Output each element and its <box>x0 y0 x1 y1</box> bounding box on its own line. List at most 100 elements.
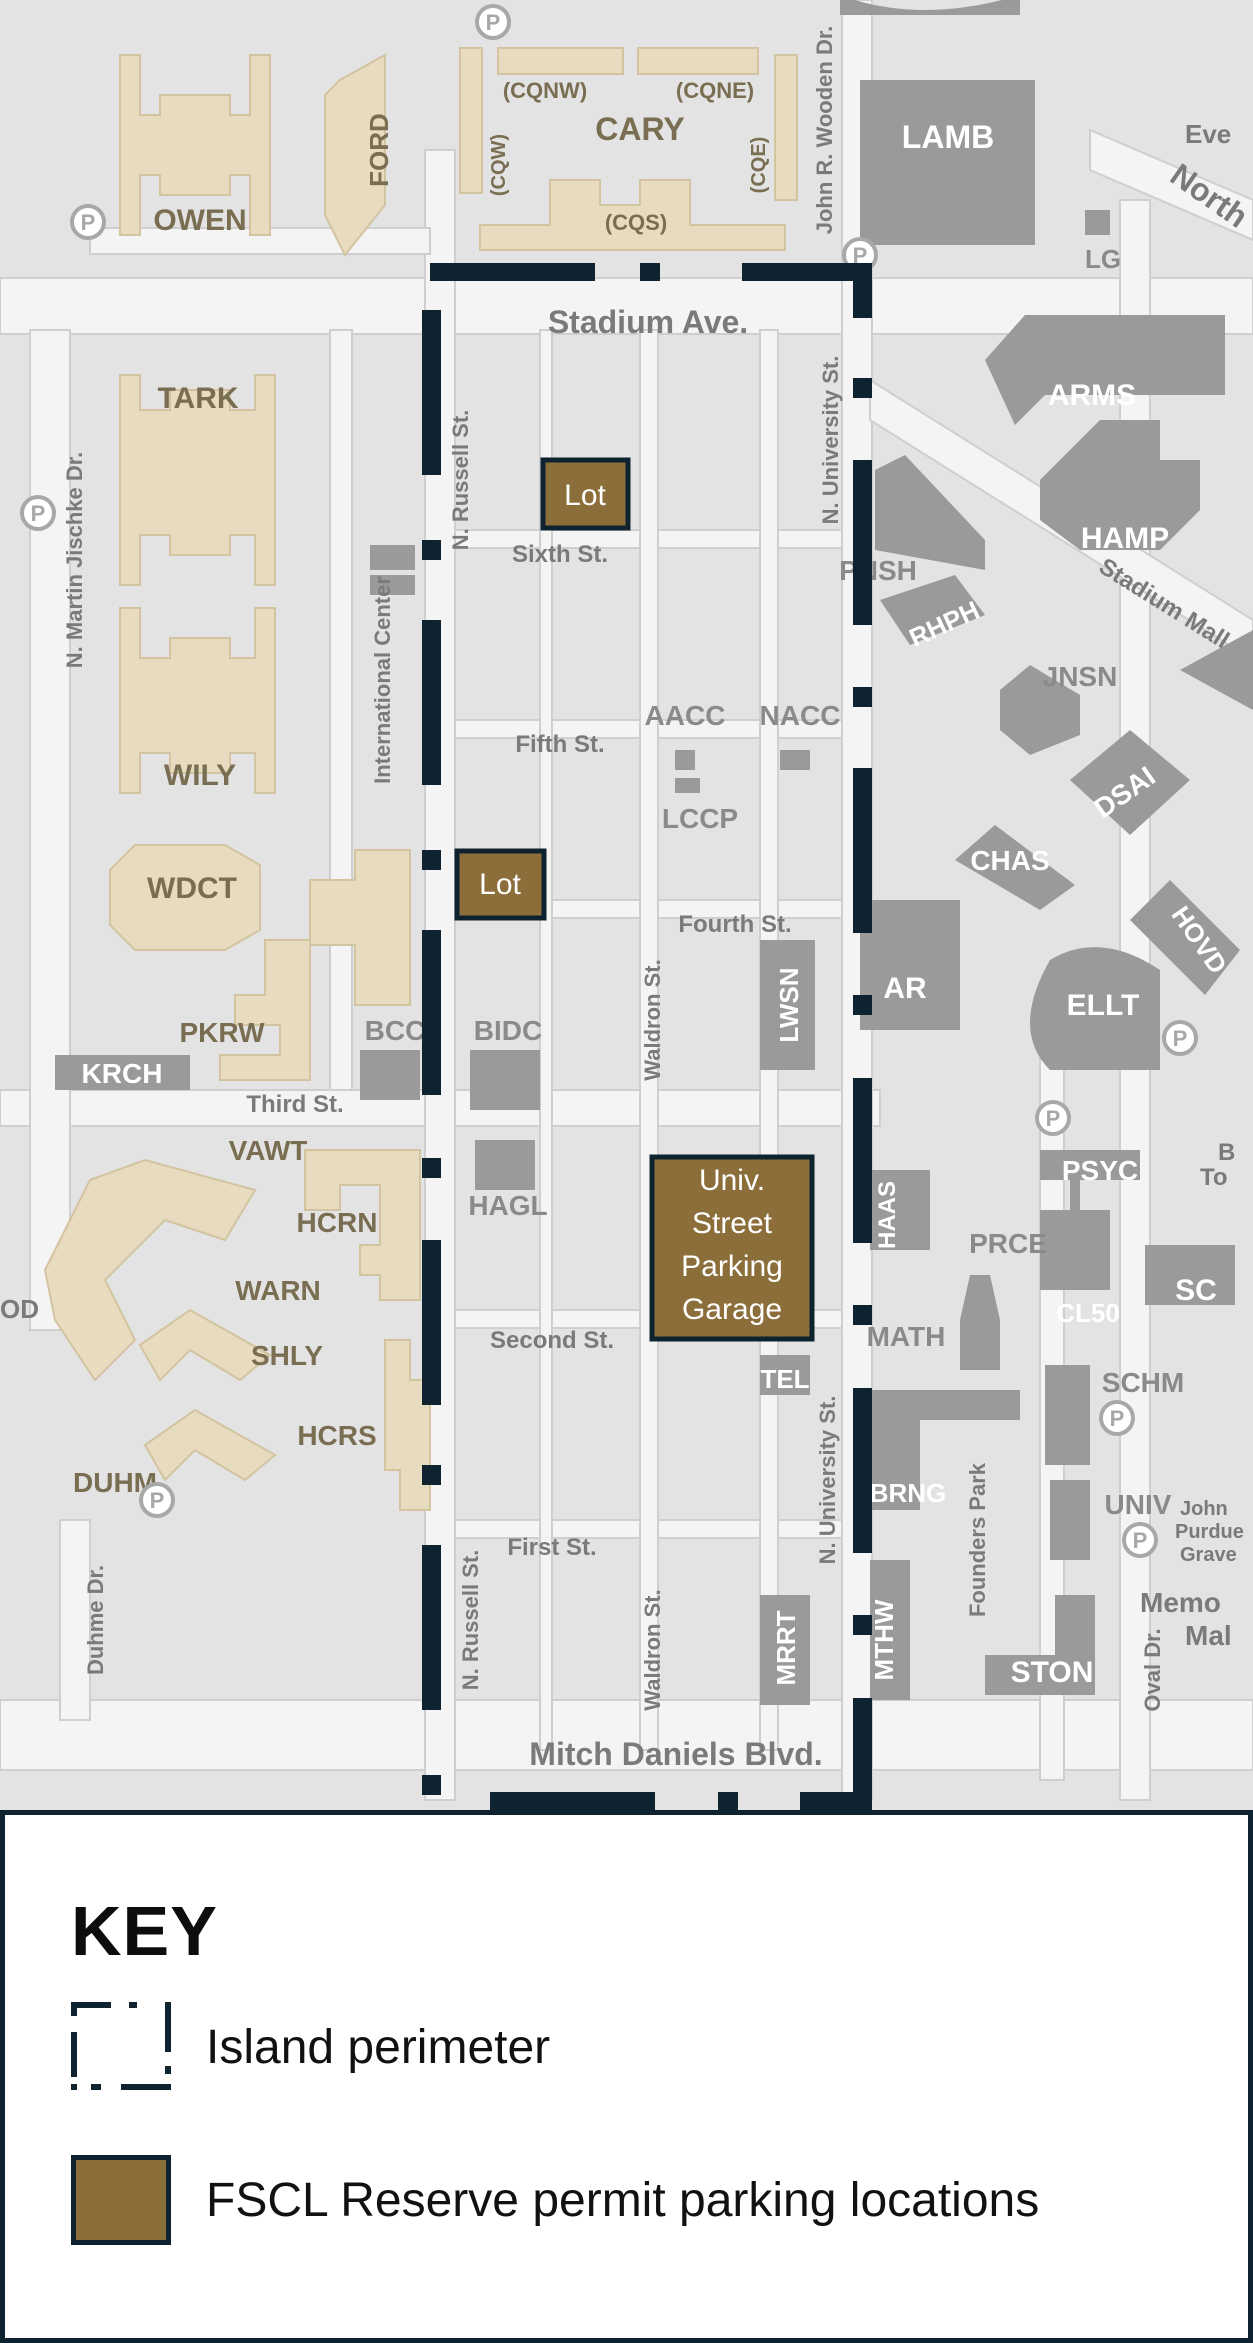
label-chas: CHAS <box>970 845 1049 876</box>
label-sc: SC <box>1175 1274 1217 1307</box>
street-martin-jischke: N. Martin Jischke Dr. <box>62 452 87 668</box>
bcc-building <box>360 1050 420 1100</box>
label-owen: OWEN <box>153 204 246 237</box>
label-math: MATH <box>867 1321 946 1352</box>
label-cl50: CL50 <box>1056 1298 1120 1328</box>
garage-line-4: Garage <box>682 1293 782 1326</box>
parking-lot-north[interactable]: Lot <box>540 457 631 531</box>
label-jnsn: JNSN <box>1043 661 1118 692</box>
hcrs-building <box>143 1408 277 1482</box>
label-brng: BRNG <box>870 1478 947 1508</box>
garage-line-2: Street <box>692 1207 773 1240</box>
label-mthw: MTHW <box>869 1599 899 1680</box>
svg-text:P: P <box>1173 1026 1188 1051</box>
street-first: First St. <box>507 1534 596 1561</box>
parking-swatch-icon <box>71 2155 171 2245</box>
label-pnsh: PNSH <box>839 555 917 586</box>
edge-memo: Memo <box>1140 1587 1221 1618</box>
street-waldron-south: Waldron St. <box>640 1589 665 1710</box>
street-russell-north: N. Russell St. <box>448 410 473 551</box>
ar-building <box>860 900 960 1030</box>
label-univ: UNIV <box>1105 1489 1172 1520</box>
parking-icon: P <box>70 204 106 240</box>
vawt-building <box>43 1158 257 1382</box>
label-cqe: (CQE) <box>748 137 770 194</box>
mthw-building <box>870 1560 910 1700</box>
street-mitch-daniels: Mitch Daniels Blvd. <box>529 1736 822 1772</box>
edge-mal: Mal <box>1185 1620 1232 1651</box>
ford-building <box>324 53 386 257</box>
label-lccp: LCCP <box>662 803 738 834</box>
label-ston: STON <box>1011 1656 1094 1689</box>
label-cqs: (CQS) <box>605 210 667 235</box>
parking-garage-university[interactable]: Univ. Street Parking Garage <box>649 1154 815 1342</box>
label-cary: CARY <box>595 111 684 147</box>
label-hcrs: HCRS <box>297 1420 376 1451</box>
krch-building <box>55 1055 190 1090</box>
label-pkrw: PKRW <box>179 1017 265 1048</box>
parking-icon: P <box>1099 1400 1135 1436</box>
jnsn-building <box>1000 665 1080 755</box>
cqs-building <box>479 179 786 251</box>
label-ellt: ELLT <box>1067 989 1140 1022</box>
street-stadium-ave: Stadium Ave. <box>548 304 748 340</box>
label-aacc: AACC <box>645 700 726 731</box>
pkrw-building <box>219 939 311 1081</box>
street-waldron-north: Waldron St. <box>640 959 665 1080</box>
svg-text:P: P <box>1110 1406 1125 1431</box>
parking-lot-middle[interactable]: Lot <box>454 848 547 921</box>
lg-building <box>1085 210 1110 235</box>
rhph-building <box>880 575 985 645</box>
map-canvas: OWEN FORD CARY (CQNW) (CQNE) (CQW) (CQE)… <box>0 0 1253 1810</box>
schm-building <box>1045 1365 1090 1465</box>
cqe-building <box>774 54 798 201</box>
label-prce: PRCE <box>969 1228 1047 1259</box>
label-bcc: BCC <box>365 1015 426 1046</box>
parking-icon: P <box>1122 1522 1158 1558</box>
chas-building <box>955 825 1075 910</box>
edge-eve: Eve <box>1185 119 1231 149</box>
label-tark: TARK <box>157 382 238 415</box>
svg-text:P: P <box>853 243 868 268</box>
parking-icon: P <box>1035 1100 1071 1136</box>
label-lwsn: LWSN <box>774 967 804 1042</box>
label-shly: SHLY <box>251 1340 323 1371</box>
label-cqne: (CQNE) <box>676 78 754 103</box>
street-russell-south: N. Russell St. <box>458 1550 483 1691</box>
island-perimeter <box>422 263 872 1810</box>
label-wdct: WDCT <box>147 872 237 905</box>
edge-b: B <box>1218 1139 1235 1166</box>
street-sixth: Sixth St. <box>512 541 608 568</box>
campus-map: OWEN FORD CARY (CQNW) (CQNE) (CQW) (CQE)… <box>0 0 1253 1810</box>
edge-john: John <box>1180 1498 1228 1520</box>
parking-lot-north-label: Lot <box>564 479 606 512</box>
wily-building <box>119 607 276 794</box>
bidc-building <box>470 1050 540 1110</box>
key-item-parking: FSCL Reserve permit parking locations <box>71 2155 1171 2251</box>
svg-text:P: P <box>31 501 46 526</box>
street-oval: Oval Dr. <box>1140 1628 1165 1711</box>
street-duhme: Duhme Dr. <box>83 1565 108 1675</box>
tark-building <box>119 374 276 586</box>
parking-icons: P P P P P P P P P <box>20 4 1198 1558</box>
fscl-parking-locations: Lot Lot Univ. Street Parking Garage <box>454 457 815 1342</box>
tel-building <box>760 1355 810 1395</box>
label-krch: KRCH <box>82 1058 163 1089</box>
prce-building <box>960 1275 1000 1370</box>
dsai-building <box>1070 730 1190 835</box>
pnsh-building <box>875 455 985 570</box>
brng-building <box>870 1390 1020 1510</box>
label-mrrt: MRRT <box>771 1610 801 1685</box>
cqne-building <box>637 47 759 75</box>
label-wily: WILY <box>164 759 236 792</box>
haas-building <box>870 1170 930 1250</box>
svg-text:P: P <box>81 210 96 235</box>
sc-building <box>1145 1245 1235 1305</box>
label-cqw: (CQW) <box>488 134 510 196</box>
map-key: KEY Island perimeter FSCL Reserve permit… <box>0 1810 1253 2343</box>
perimeter-dash-icon <box>71 2002 171 2090</box>
edge-to: To <box>1200 1164 1228 1191</box>
label-international-center: International Center <box>370 576 395 784</box>
parking-icon: P <box>139 1482 175 1518</box>
wdct-annex-building <box>309 849 411 1006</box>
